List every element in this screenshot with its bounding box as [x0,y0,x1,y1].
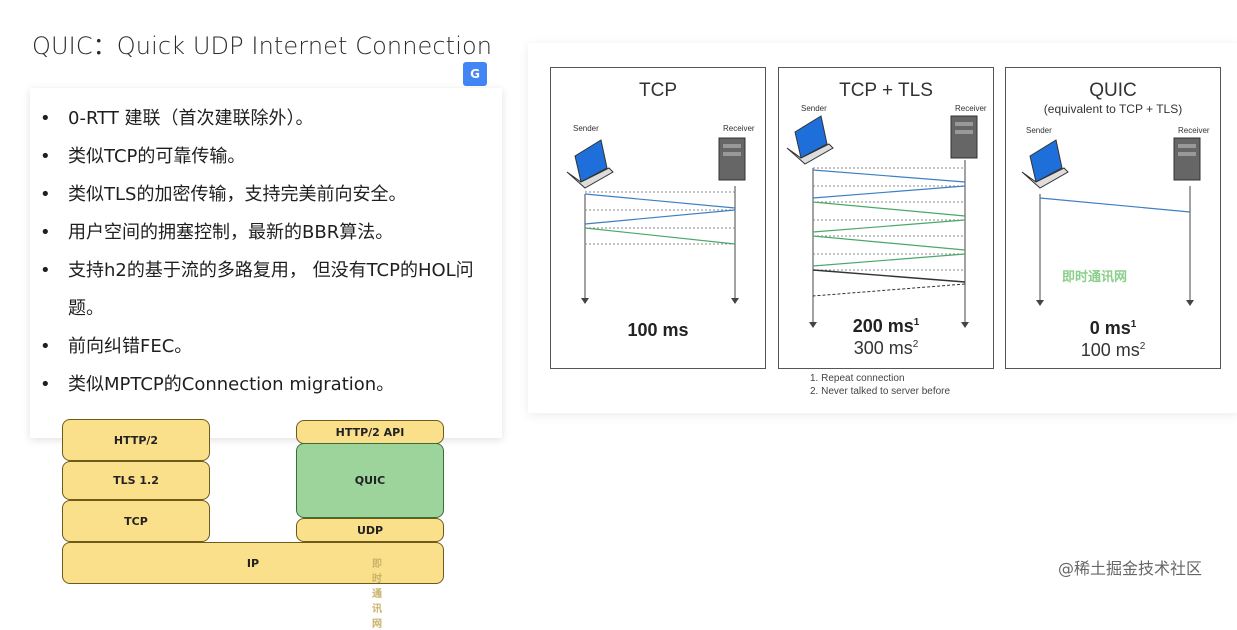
latency-secondary: 300 ms2 [853,338,919,358]
stack-tcp: TCP [62,500,210,542]
feature-item: 支持h2的基于流的多路复用， 但没有TCP的HOL问题。 [40,252,488,328]
feature-list: 0-RTT 建联（首次建联除外）。 类似TCP的可靠传输。 类似TLS的加密传输… [30,88,502,404]
stack-ip: IP [62,542,444,584]
laptop-icon [786,115,834,165]
stack-http2-api: HTTP/2 API [296,420,444,444]
panel-title: QUIC [1089,80,1137,101]
laptop-icon [1021,139,1069,189]
panel-subtitle: (equivalent to TCP + TLS) [1043,102,1183,116]
latency-primary: 0 ms1 [1089,318,1137,338]
feature-item: 用户空间的拥塞控制，最新的BBR算法。 [40,214,488,252]
sender-label: Sender [573,124,599,133]
receiver-label: Receiver [1178,126,1210,135]
feature-item: 0-RTT 建联（首次建联除外）。 [40,100,488,138]
stack-udp: UDP [296,518,444,542]
handshake-comparison-card: TCP Sender Receiver 100 ms [528,43,1237,413]
footnote-2: 2. Never talked to server before [810,386,951,397]
sender-label: Sender [801,104,827,113]
latency-secondary: 100 ms2 [1080,340,1146,360]
panel-tcp-tls: TCP + TLS Sender Receiver [778,67,994,369]
tls-sequence-svg [786,115,978,328]
sender-label: Sender [1026,126,1052,135]
server-icon [718,137,746,181]
receiver-label: Receiver [723,124,755,133]
feature-item: 前向纠错FEC。 [40,328,488,366]
receiver-label: Receiver [955,104,987,113]
panel-tcp: TCP Sender Receiver 100 ms [550,67,766,369]
server-icon [950,115,978,159]
footnote-1: 1. Repeat connection [810,373,905,384]
page-title: QUIC：Quick UDP Internet Connection [32,32,493,60]
server-icon [1173,137,1201,181]
quic-sequence-svg [1021,137,1201,306]
panel-quic: QUIC (equivalent to TCP + TLS) Sender Re… [1005,67,1221,369]
latency-primary: 100 ms [627,320,689,340]
stack-http2: HTTP/2 [62,419,210,461]
feature-item: 类似TLS的加密传输，支持完美前向安全。 [40,176,488,214]
feature-list-card: 0-RTT 建联（首次建联除外）。 类似TCP的可靠传输。 类似TLS的加密传输… [30,88,502,438]
stack-quic: QUIC [296,443,444,518]
latency-primary: 200 ms1 [852,316,920,336]
source-credit: @稀土掘金技术社区 [1058,559,1203,578]
feature-item: 类似TCP的可靠传输。 [40,138,488,176]
watermark-text: 即时通讯网 [1062,270,1128,285]
stack-tls: TLS 1.2 [62,461,210,500]
laptop-icon [566,139,614,189]
panel-title: TCP + TLS [839,80,933,101]
feature-item: 类似MPTCP的Connection migration。 [40,366,488,404]
tcp-sequence-svg [566,137,746,304]
translate-icon[interactable]: G [463,62,487,86]
panel-title: TCP [639,80,677,101]
